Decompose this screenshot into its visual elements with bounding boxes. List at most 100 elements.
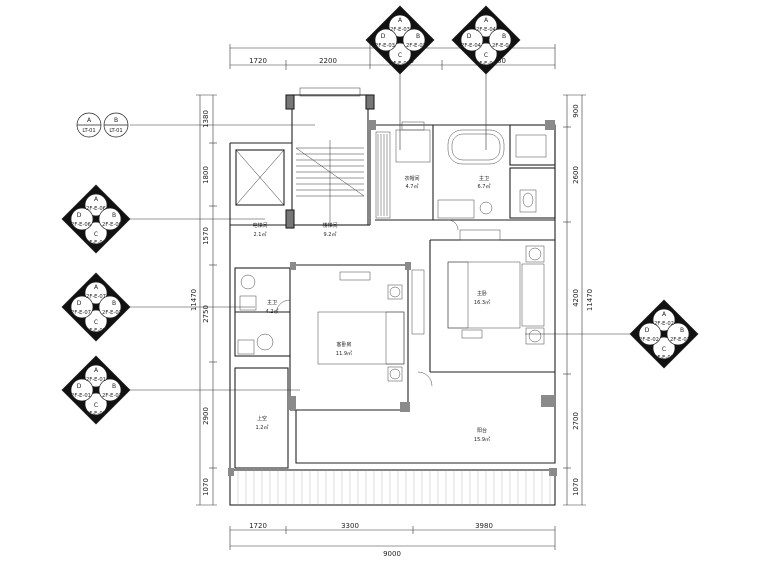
- e03-b-letter: B: [416, 33, 420, 40]
- e02-b-code: 2F-E-02: [670, 337, 690, 343]
- e04-b-letter: B: [502, 33, 506, 40]
- e02-a-letter: A: [662, 311, 667, 318]
- leader-lines: [125, 68, 632, 391]
- lt-left-code: LT-01: [82, 128, 95, 134]
- e06-b-letter: B: [112, 212, 116, 219]
- view-symbol-2f-e-04[interactable]: A 2F-E-04 D 2F-E-04 B 2F-E-04 C 2F-E-04: [451, 5, 521, 75]
- dim-top-2: 2200: [319, 57, 337, 65]
- view-symbol-2f-e-06[interactable]: A 2F-E-06 D 2F-E-06 B 2F-E-06 C 2F-E-06: [61, 184, 131, 254]
- e04-b-code: 2F-E-04: [492, 43, 513, 49]
- label-second-bedroom: 客卧房: [336, 341, 351, 348]
- area-master-bedroom: 16.3㎡: [474, 299, 490, 306]
- lt-a-letter: A: [87, 117, 92, 124]
- furniture: [237, 121, 547, 387]
- e07-d-letter: D: [77, 300, 82, 307]
- e06-c-letter: C: [94, 231, 98, 238]
- area-second-bath: 4.2㎡: [266, 308, 279, 315]
- e06-d-code: 2F-E-06: [71, 222, 91, 228]
- view-symbol-2f-e-02[interactable]: A 2F-E-02 D 2F-E-02 B 2F-E-02 C 2F-E-02: [629, 299, 699, 369]
- area-void: 1.2㎡: [256, 424, 269, 431]
- dim-left-6: 1070: [202, 478, 210, 496]
- e02-c-letter: C: [662, 346, 666, 353]
- e01-d-letter: D: [77, 383, 82, 390]
- label-balcony: 阳台: [477, 427, 487, 434]
- e06-a-letter: A: [94, 196, 99, 203]
- e01-c-code: 2F-E-01: [86, 411, 106, 417]
- area-closet: 4.7㎡: [406, 183, 419, 190]
- e02-d-code: 2F-E-02: [639, 337, 659, 343]
- e01-c-letter: C: [94, 402, 98, 409]
- e02-d-letter: D: [645, 327, 650, 334]
- view-symbol-2f-e-03[interactable]: A 2F-E-03 D 2F-E-03 B 2F-E-03 C 2F-E-03: [365, 5, 435, 75]
- e06-a-code: 2F-E-06: [86, 206, 106, 212]
- dim-top-1: 1720: [249, 57, 267, 65]
- lt-b-letter: B: [114, 117, 118, 124]
- dim-right-4: 2700: [572, 412, 580, 430]
- e03-b-code: 2F-E-03: [406, 43, 426, 49]
- wall-columns: [228, 120, 557, 476]
- label-master-bath: 主卫: [479, 175, 489, 182]
- dim-right-total: 11470: [586, 289, 594, 311]
- view-symbol-lt-01[interactable]: A B LT-01 LT-01: [76, 112, 129, 138]
- e01-b-code: 2F-E-01: [102, 393, 122, 399]
- e04-d-code: 2F-E-04: [461, 43, 482, 49]
- area-stair-hall: 9.2㎡: [324, 231, 337, 238]
- e03-d-letter: D: [381, 33, 386, 40]
- area-second-bedroom: 11.9㎡: [336, 350, 352, 357]
- e04-a-letter: A: [484, 17, 489, 24]
- e03-a-code: 2F-E-03: [390, 27, 410, 33]
- dim-bottom-2: 3300: [341, 522, 359, 530]
- label-closet: 衣帽间: [404, 175, 419, 182]
- dim-bottom-3: 3980: [475, 522, 493, 530]
- dim-right-2: 2600: [572, 166, 580, 184]
- e02-c-code: 2F-E-02: [654, 355, 674, 361]
- view-symbol-2f-e-07[interactable]: A 2F-E-07 D 2F-E-07 B 2F-E-07 C 2F-E-07: [61, 272, 131, 342]
- label-elevator: 电梯间: [252, 222, 267, 229]
- walls: [229, 94, 556, 506]
- label-void: 上空: [257, 415, 267, 422]
- dim-right-5: 1070: [572, 478, 580, 496]
- dimension-labels: 1720 2200 4000 2200 4380 1720 3300 3980 …: [190, 40, 594, 558]
- dim-left-4: 2750: [202, 305, 210, 323]
- e07-b-code: 2F-E-07: [102, 310, 122, 316]
- e06-b-code: 2F-E-06: [102, 222, 122, 228]
- dimension-lines: [196, 44, 586, 550]
- label-master-bedroom: 主卧: [477, 290, 487, 297]
- staircase: [295, 87, 365, 225]
- e06-d-letter: D: [77, 212, 82, 219]
- area-master-bath: 6.7㎡: [478, 183, 491, 190]
- label-second-bath: 主卫: [267, 299, 277, 306]
- dim-right-1: 900: [572, 104, 580, 117]
- dim-left-3: 1570: [202, 227, 210, 245]
- e01-a-code: 2F-E-01: [86, 377, 106, 383]
- e03-a-letter: A: [398, 17, 403, 24]
- e03-c-code: 2F-E-03: [390, 61, 410, 67]
- area-elevator: 2.1㎡: [254, 231, 267, 238]
- e01-b-letter: B: [112, 383, 116, 390]
- dim-bottom-1: 1720: [249, 522, 267, 530]
- e07-c-code: 2F-E-07: [86, 328, 106, 334]
- e01-a-letter: A: [94, 367, 99, 374]
- e07-d-code: 2F-E-07: [71, 310, 91, 316]
- e07-a-code: 2F-E-07: [86, 294, 106, 300]
- dim-left-5: 2900: [202, 407, 210, 425]
- lt-right-code: LT-01: [109, 128, 122, 134]
- e02-b-letter: B: [680, 327, 684, 334]
- area-balcony: 15.9㎡: [474, 436, 490, 443]
- e07-b-letter: B: [112, 300, 116, 307]
- view-symbol-2f-e-01[interactable]: A 2F-E-01 D 2F-E-01 B 2F-E-01 C 2F-E-01: [61, 355, 131, 425]
- e02-a-code: 2F-E-02: [654, 321, 674, 327]
- dim-bottom-total: 9000: [383, 550, 401, 558]
- dim-left-1: 1380: [202, 110, 210, 128]
- e04-c-letter: C: [484, 52, 488, 59]
- e03-c-letter: C: [398, 52, 402, 59]
- e01-d-code: 2F-E-01: [71, 393, 91, 399]
- e03-d-code: 2F-E-03: [375, 43, 395, 49]
- dim-left-total: 11470: [190, 289, 198, 311]
- e07-a-letter: A: [94, 284, 99, 291]
- e04-c-code: 2F-E-04: [476, 61, 497, 67]
- balcony-paving: [237, 470, 551, 505]
- e04-a-code: 2F-E-04: [476, 27, 497, 33]
- dim-right-3: 4200: [572, 289, 580, 307]
